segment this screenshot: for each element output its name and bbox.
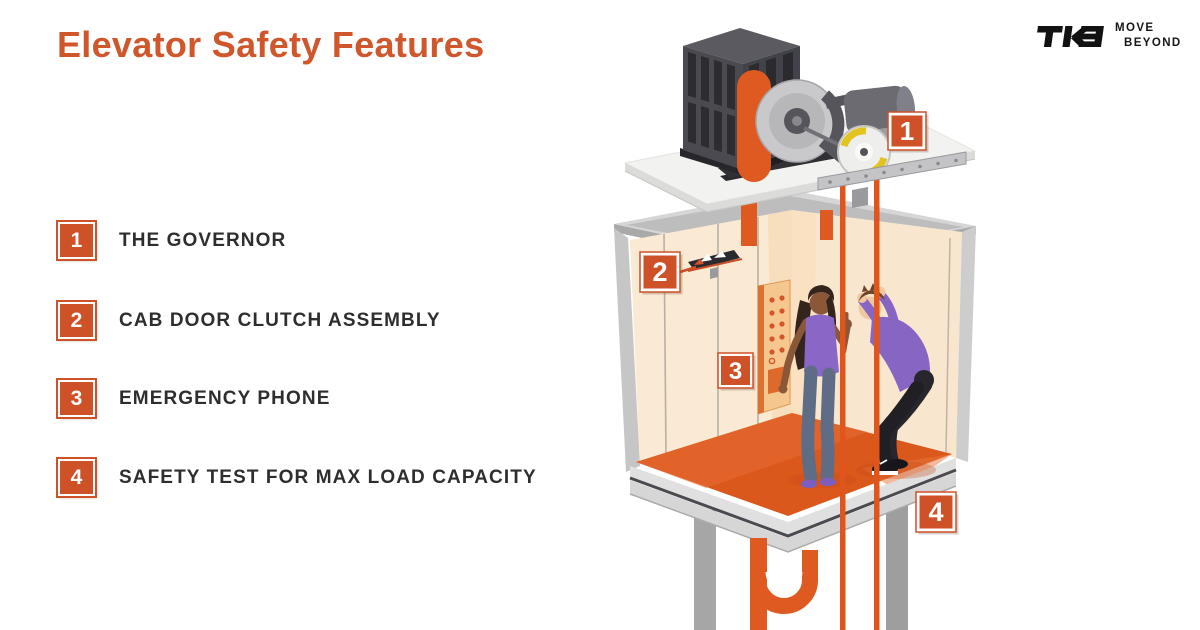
hoist-ropes [840,158,880,630]
page-title: Elevator Safety Features [57,24,485,65]
legend-badge-1: 1 [56,220,97,261]
traveling-cable-loop [750,538,818,630]
marker-governor: 1 [887,111,929,153]
hoist-rope [874,164,880,630]
marker-number-4: 4 [928,497,943,527]
legend-item-door-clutch: 2 CAB DOOR CLUTCH ASSEMBLY [56,300,441,341]
marker-max-load: 4 [915,491,959,535]
brand-logo: MOVE BEYOND [1032,21,1182,52]
legend-badge-3: 3 [56,378,97,419]
legend-item-safety-test: 4 SAFETY TEST FOR MAX LOAD CAPACITY [56,457,537,498]
legend-badge-2: 2 [56,300,97,341]
tagline-line-2: BEYOND [1124,37,1182,49]
left-guide-leg [694,510,716,630]
legend-label-4: SAFETY TEST FOR MAX LOAD CAPACITY [119,466,537,488]
legend-badge-4: 4 [56,457,97,498]
legend-item-emergency-phone: 3 EMERGENCY PHONE [56,378,331,419]
elevator-illustration: 1 2 3 4 [600,0,1000,630]
legend-label-1: THE GOVERNOR [119,229,287,251]
marker-emergency-phone: 3 [717,352,756,391]
marker-door-clutch: 2 [639,251,683,295]
woman-head [809,291,833,315]
legend-label-3: EMERGENCY PHONE [119,387,331,409]
governor-rail [817,151,967,191]
marker-2-leader-line [679,265,697,274]
belt-strap-2 [820,210,833,240]
cab-door-clutch-assembly [687,250,743,279]
marker-number-1: 1 [900,116,914,146]
marker-number-3: 3 [729,358,742,385]
logo-tagline: MOVE BEYOND [1115,21,1182,51]
governor-rope [840,158,846,630]
phone-panel-buttons [769,295,785,355]
emergency-phone-panel [757,279,791,415]
belt-strap [741,198,757,246]
woman-shirt [804,314,839,377]
right-guide-leg [886,500,908,630]
tagline-line-1: MOVE [1115,22,1155,34]
man-sweater [870,316,931,392]
passenger-woman [778,285,856,489]
the-governor [803,125,967,208]
legend-item-governor: 1 THE GOVERNOR [56,220,287,261]
legend-label-2: CAB DOOR CLUTCH ASSEMBLY [119,309,441,331]
marker-number-2: 2 [652,257,667,287]
tke-logo-icon [1037,26,1104,47]
